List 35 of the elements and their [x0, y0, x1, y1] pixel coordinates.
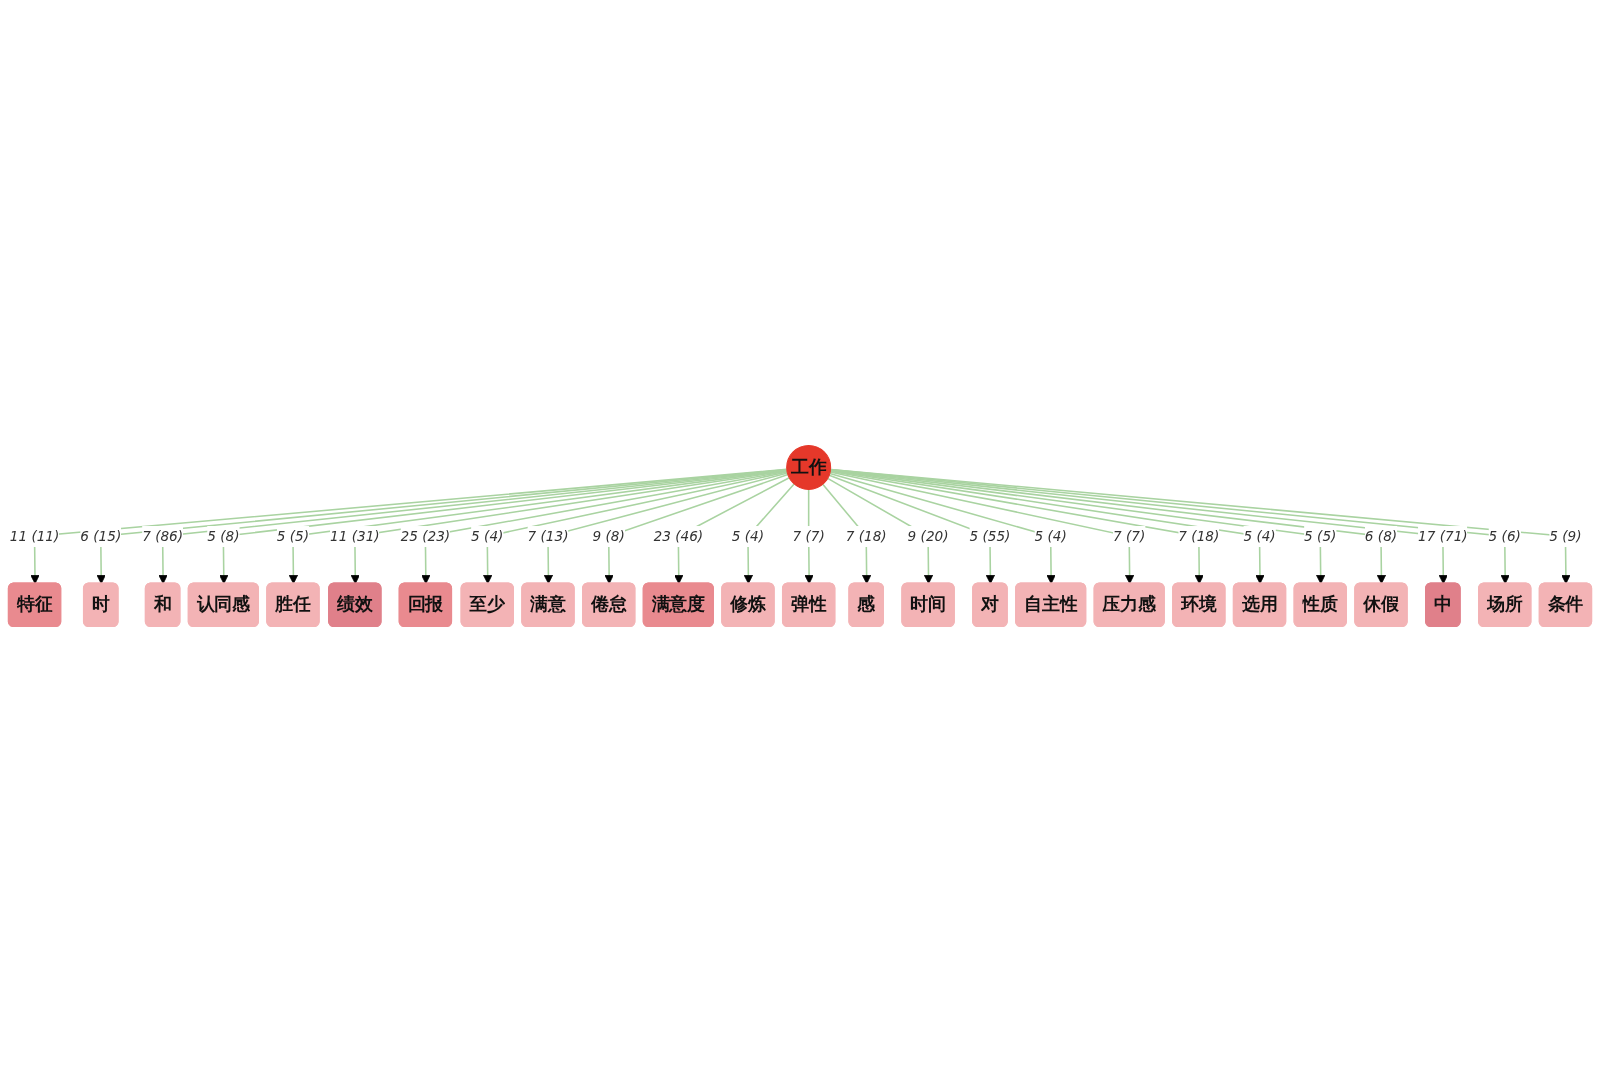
edge-label: 5 (4): [1034, 528, 1067, 544]
edge-label: 9 (8): [592, 528, 625, 544]
arrow: [826, 477, 934, 585]
edge-label: 17 (71): [1418, 528, 1468, 544]
edge-label: 5 (6): [1488, 528, 1521, 544]
edge-label: 11 (11): [9, 528, 60, 544]
arrow: [829, 472, 1056, 585]
edge-label: 9 (20): [907, 528, 949, 544]
edge-label: 11 (31): [330, 528, 380, 544]
arrow: [828, 474, 995, 585]
edge-label: 7 (13): [527, 528, 569, 544]
edge-label: 6 (8): [1364, 528, 1398, 544]
edge-label: 5 (4): [1243, 528, 1276, 544]
edge-label: 25 (23): [400, 528, 451, 544]
edge-label: 5 (9): [1549, 528, 1582, 544]
node-circle: 工作: [786, 444, 832, 490]
arrow: [604, 473, 789, 585]
arrow: [483, 471, 788, 585]
edge-label: 5 (4): [731, 528, 765, 544]
edge-label: 5 (5): [276, 528, 310, 544]
edge-label: 7 (18): [1178, 528, 1220, 544]
edge-label: 7 (18): [845, 528, 887, 544]
arrow: [543, 472, 789, 585]
arrow: [421, 470, 788, 585]
arrow: [829, 471, 1135, 585]
edge-label: 7 (86): [142, 528, 184, 544]
edge-label: 5 (5): [1304, 528, 1337, 544]
edge-label: 5 (55): [969, 528, 1011, 544]
edge-label: 5 (4): [471, 528, 504, 544]
edge-label: 6 (15): [80, 528, 122, 544]
edge-label: 23 (46): [653, 528, 704, 544]
edge-label: 7 (7): [1113, 528, 1146, 544]
arrow: [674, 476, 790, 585]
edge-label: 5 (8): [207, 528, 240, 544]
edge-label: 7 (7): [792, 528, 825, 544]
